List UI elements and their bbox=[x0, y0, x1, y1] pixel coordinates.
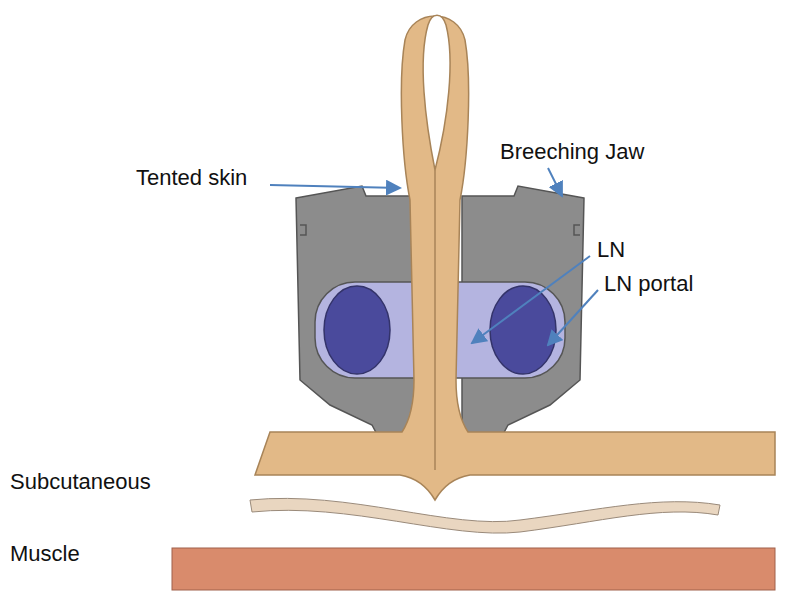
skin-crease bbox=[434, 170, 436, 470]
ln-portal-right bbox=[490, 286, 556, 374]
part-label: LN portal bbox=[604, 272, 693, 296]
layer-label: Subcutaneous bbox=[10, 470, 151, 494]
ln-portal-left bbox=[324, 286, 390, 374]
subcutaneous-layer bbox=[250, 498, 720, 533]
part-label: LN bbox=[597, 238, 625, 262]
part-label: Tented skin bbox=[136, 166, 247, 190]
skin-fold-gap bbox=[423, 15, 450, 170]
part-label: Breeching Jaw bbox=[500, 140, 644, 164]
leader-arrow bbox=[270, 185, 400, 188]
muscle-layer bbox=[172, 548, 775, 590]
leader-arrow bbox=[472, 256, 590, 343]
leader-arrow bbox=[548, 168, 562, 196]
leader-arrow bbox=[548, 290, 598, 345]
layer-label: Muscle bbox=[10, 542, 80, 566]
tented-skin bbox=[255, 16, 775, 500]
